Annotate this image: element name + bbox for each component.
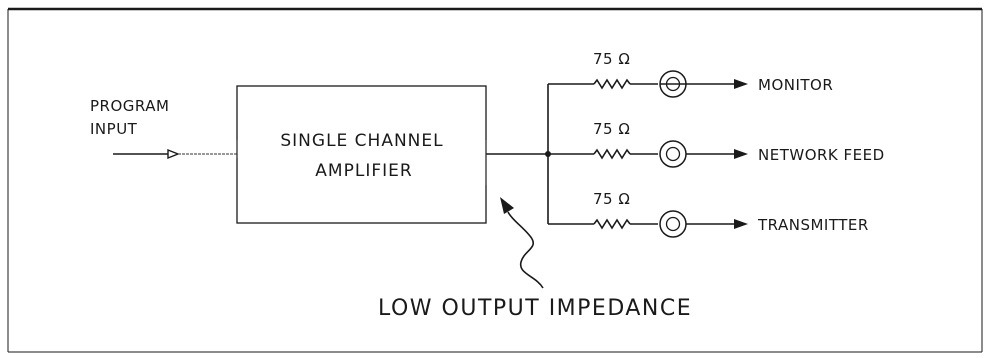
output-branch-transmitter: 75 Ω TRANSMITTER (548, 190, 869, 238)
connector-center-icon (665, 146, 681, 162)
resistor-label: 75 Ω (593, 120, 630, 138)
output-branch-monitor: 75 Ω MONITOR (548, 50, 833, 98)
destination-label: MONITOR (758, 76, 833, 94)
resistor-icon (593, 78, 631, 90)
annotation-arrowhead-icon (500, 197, 514, 214)
input-arrow-icon (167, 148, 180, 160)
input-label-line2: INPUT (90, 120, 138, 138)
arrowhead-icon (734, 219, 748, 229)
amplifier-label-line2: AMPLIFIER (315, 161, 412, 181)
amplifier-block (236, 85, 487, 224)
resistor-label: 75 Ω (593, 190, 630, 208)
connector-icon (659, 140, 687, 168)
connector-center-icon (665, 216, 681, 232)
arrowhead-icon (734, 149, 748, 159)
input-label-line1: PROGRAM (90, 97, 169, 115)
resistor-icon (593, 148, 631, 160)
connector-icon (659, 210, 687, 238)
amplifier-label-line1: SINGLE CHANNEL (280, 131, 443, 151)
annotation-label: LOW OUTPUT IMPEDANCE (378, 296, 692, 321)
arrowhead-icon (734, 79, 748, 89)
destination-label: TRANSMITTER (757, 216, 869, 234)
output-branch-network-feed: 75 Ω NETWORK FEED (548, 120, 885, 168)
resistor-icon (593, 218, 631, 230)
resistor-label: 75 Ω (593, 50, 630, 68)
destination-label: NETWORK FEED (758, 146, 885, 164)
annotation-pointer (507, 211, 544, 289)
